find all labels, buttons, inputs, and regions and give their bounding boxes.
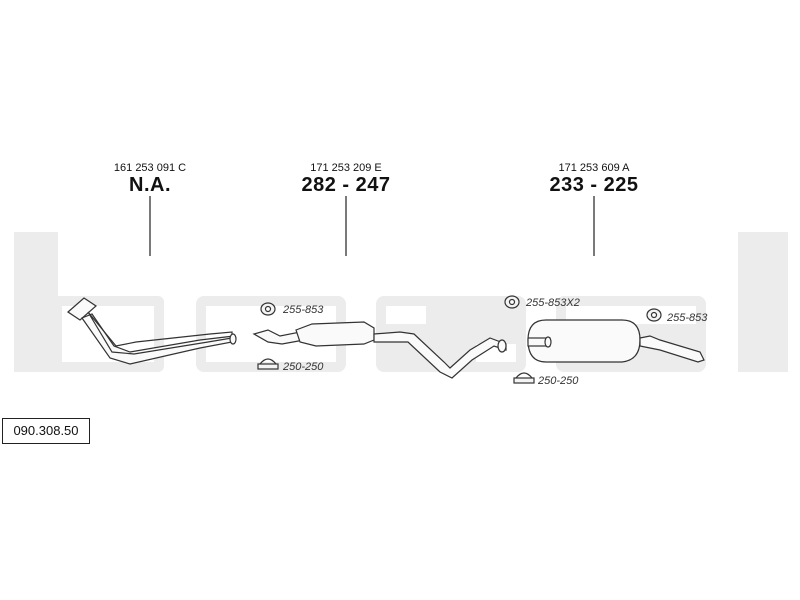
fitting-label: 255-853 — [283, 304, 324, 316]
part-label-1: 161 253 091 C N.A. — [100, 162, 200, 196]
bosal-part-number: 282 - 247 — [301, 174, 391, 196]
front-pipe-drawing — [67, 297, 237, 365]
middle-muffler-drawing — [252, 321, 507, 379]
bosal-part-number: 233 - 225 — [549, 174, 639, 196]
clamp-icon — [257, 358, 279, 370]
oem-number: 171 253 209 E — [310, 162, 382, 174]
gasket-icon — [504, 295, 520, 309]
fitting-label: 255-853X2 — [526, 297, 580, 309]
catalog-code: 090.308.50 — [2, 418, 90, 444]
oem-number: 171 253 609 A — [558, 162, 630, 174]
fitting-label: 250-250 — [283, 361, 324, 373]
fitting-label: 255-853 — [667, 312, 708, 324]
rear-silencer-drawing — [527, 319, 705, 363]
fitting-label: 250-250 — [538, 375, 579, 387]
oem-number: 161 253 091 C — [113, 162, 187, 174]
part-label-3: 171 253 609 A 233 - 225 — [544, 162, 644, 196]
bosal-part-number: N.A. — [129, 174, 171, 196]
gasket-icon — [646, 308, 662, 322]
part-label-2: 171 253 209 E 282 - 247 — [296, 162, 396, 196]
gasket-icon — [260, 302, 276, 316]
clamp-icon — [513, 372, 535, 384]
